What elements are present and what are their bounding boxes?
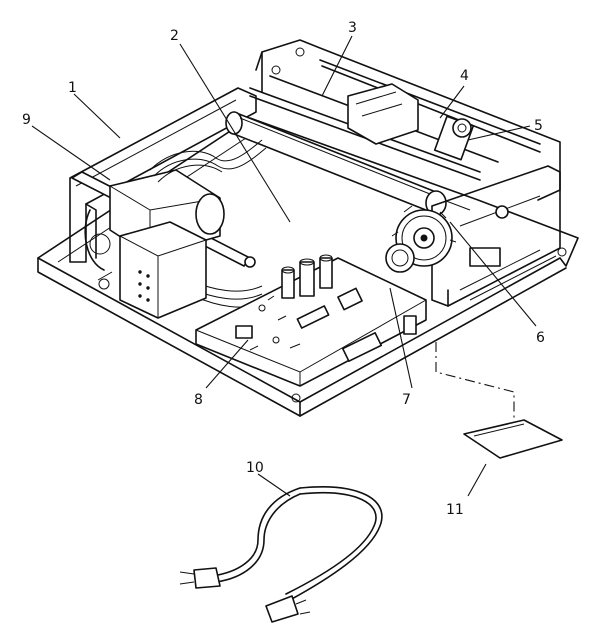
- print-head-carriage: [347, 83, 475, 161]
- callout-4: 4: [460, 68, 469, 84]
- callout-1: 1: [68, 80, 77, 96]
- gear-assembly: [385, 205, 457, 273]
- platen-roller: [225, 111, 447, 216]
- callout-10: 10: [246, 460, 264, 476]
- main-circuit-board: [195, 254, 427, 387]
- relation-line: [435, 342, 515, 430]
- vent-holes: [138, 270, 150, 302]
- callout-5: 5: [534, 118, 543, 134]
- callout-6: 6: [536, 330, 545, 346]
- callout-2: 2: [170, 28, 179, 44]
- callout-7: 7: [402, 392, 411, 408]
- left-side-frame: [69, 87, 257, 263]
- callout-11: 11: [446, 502, 464, 518]
- callout-3: 3: [348, 20, 357, 36]
- power-supply-board: [119, 221, 207, 319]
- right-side-frame: [431, 165, 561, 307]
- callout-9: 9: [22, 112, 31, 128]
- callout-labels: 1 2 3 4 5 6 7 8 9 10 11: [22, 20, 545, 518]
- label-card: [463, 419, 563, 459]
- callout-8: 8: [194, 392, 203, 408]
- power-cord: [179, 486, 383, 623]
- leader-lines: [31, 35, 537, 497]
